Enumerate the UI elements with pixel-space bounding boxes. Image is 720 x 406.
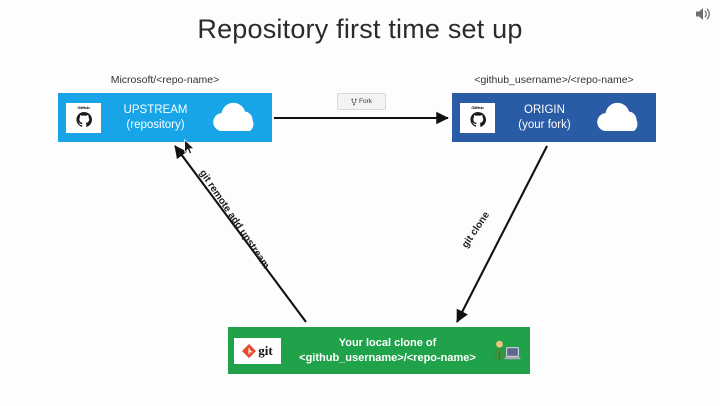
fork-branch-icon [351,98,357,105]
git-logo-icon: git [234,337,281,364]
git-logo-wordmark: git [258,343,273,358]
fork-button[interactable]: Fork [337,93,386,110]
local-clone-node[interactable]: git Your local clone of <github_username… [228,327,530,374]
upstream-node[interactable]: GitHub UPSTREAM (repository) [58,93,272,142]
github-octocat-icon: GitHub [460,102,495,133]
origin-label-line1: ORIGIN [524,103,565,116]
origin-label-line2: (your fork) [518,118,571,131]
upstream-label-line2: (repository) [126,118,185,131]
mouse-pointer-icon [184,138,195,155]
page-title: Repository first time set up [197,14,523,44]
github-octocat-icon: GitHub [66,102,101,133]
fork-button-label: Fork [359,98,372,105]
speaker-volume-icon[interactable] [693,5,713,23]
edge-label-git-remote-add-upstream: git remote add upstream [196,168,272,271]
upstream-caption: Microsoft/<repo-name> [110,74,220,86]
upstream-label: UPSTREAM (repository) [101,103,206,133]
github-logo-wordmark: GitHub [77,104,90,110]
edge-label-git-clone: git clone [460,209,493,251]
github-logo-wordmark: GitHub [471,104,484,110]
cloud-icon [590,101,648,135]
upstream-label-line1: UPSTREAM [123,103,188,116]
local-clone-label: Your local clone of <github_username>/<r… [281,336,492,366]
cloud-icon [206,101,264,135]
local-clone-label-line1: Your local clone of [338,336,437,349]
origin-node[interactable]: GitHub ORIGIN (your fork) [452,93,656,142]
user-at-computer-icon [492,338,522,364]
origin-label: ORIGIN (your fork) [495,103,590,133]
origin-caption: <github_username>/<repo-name> [474,74,634,86]
local-clone-label-line2: <github_username>/<repo-name> [299,351,476,364]
